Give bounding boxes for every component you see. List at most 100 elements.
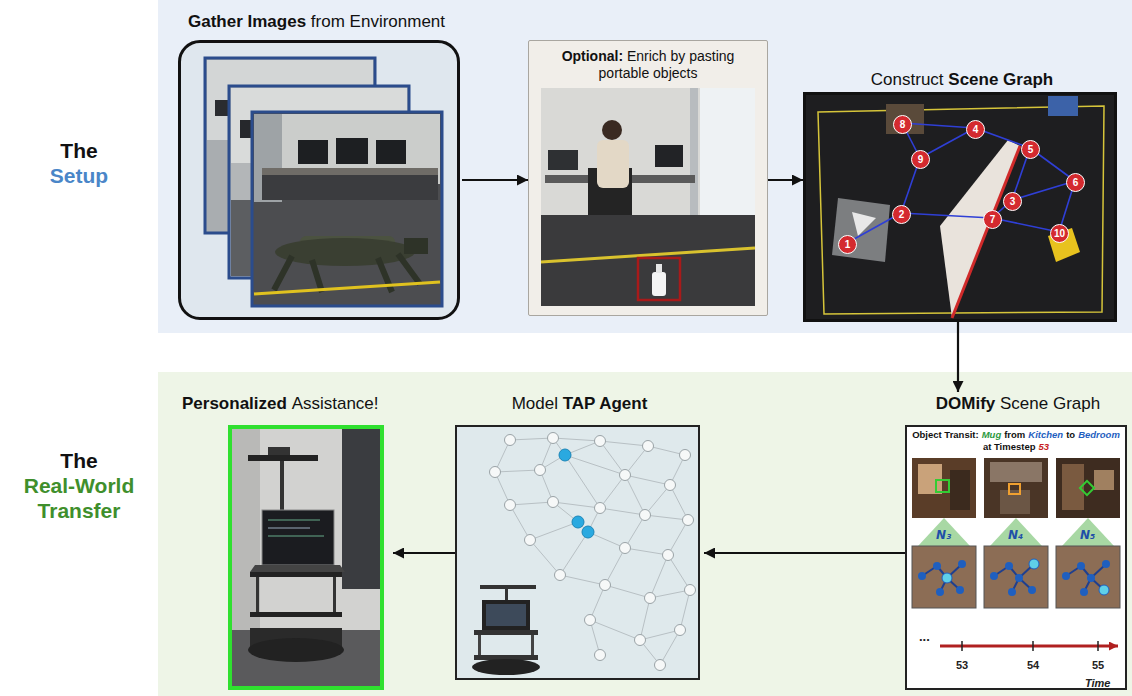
agent-graph [675, 625, 686, 636]
agent-graph [595, 503, 606, 514]
agent-graph [565, 455, 600, 508]
label-holder: 4 [966, 119, 985, 139]
agent-graph [572, 516, 584, 528]
personalized-photo [268, 447, 290, 455]
personalized-photo [248, 455, 318, 461]
heading: ConstructScene Graph [803, 70, 1121, 90]
overhead-view [818, 96, 1104, 318]
heading-text: Gather Images [188, 12, 306, 31]
overhead-view [852, 212, 876, 236]
domify-illustration [1009, 484, 1020, 494]
agent-graph [600, 441, 625, 475]
domify-illustration [1032, 641, 1034, 651]
label-holder: 8 [893, 114, 912, 134]
photo-stack [336, 138, 368, 164]
callout-number: 9 [911, 150, 930, 169]
photo-stack [404, 238, 428, 254]
agent-graph [625, 475, 645, 515]
transit-word: Kitchen [1028, 429, 1063, 441]
agent-graph [605, 585, 650, 598]
agent-graph [559, 449, 571, 461]
callout-number: 1 [838, 235, 857, 254]
callout-number: 4 [966, 120, 985, 139]
domify-illustration [1102, 560, 1110, 568]
domify-illustration [1097, 641, 1099, 651]
agent-graph [680, 450, 691, 461]
office-photo [541, 88, 755, 306]
agent-graph [548, 433, 559, 444]
office-photo [656, 264, 662, 273]
agent-graph [680, 590, 690, 630]
agent-graph [620, 543, 631, 554]
label-holder: 6 [1066, 172, 1085, 192]
personalized-photo [268, 528, 310, 529]
agent-graph [668, 520, 688, 555]
agent-graph [510, 502, 553, 505]
personalized-photo [250, 565, 345, 572]
heading-text: Construct [871, 70, 944, 89]
domify-illustration [942, 573, 952, 583]
domify-illustration [1015, 574, 1023, 582]
label-holder: N₃ [936, 525, 951, 543]
flow-arrow [957, 322, 959, 392]
callout-number: 6 [1066, 173, 1085, 192]
label-holder: 1 [838, 234, 857, 254]
agent-graph [505, 589, 508, 601]
agent-graph [510, 438, 553, 440]
personalized-photo [268, 520, 320, 521]
agent-graph [486, 604, 526, 626]
office-photo [597, 140, 629, 188]
domify-illustration [918, 560, 966, 596]
agent-graph [474, 630, 538, 635]
section-label: Real-World Transfer [0, 473, 158, 523]
label-holder: 3 [1003, 191, 1022, 211]
overhead-view [832, 198, 890, 262]
domify-illustration [918, 518, 970, 546]
transit-word: Object Transit: [912, 429, 979, 441]
overhead-view [847, 123, 1075, 243]
domify-illustration [984, 458, 1048, 518]
label-holder: 2 [892, 204, 911, 224]
heading-text: DOMify [936, 394, 996, 413]
personalized-photo [248, 638, 344, 662]
callout-number: 8 [893, 115, 912, 134]
personalized-photo [262, 510, 334, 565]
figure-panel: ModelTAP Agent [455, 392, 704, 680]
domify-illustration [1028, 586, 1036, 594]
node-tag: N₅ [1080, 528, 1095, 542]
photo-stack [252, 112, 442, 306]
domify-illustration [990, 518, 1042, 546]
personalized-photo [268, 536, 324, 537]
callout-number: 10 [1050, 224, 1069, 243]
office-photo [541, 215, 755, 306]
heading: Optional:Enrich by pasting portable obje… [540, 48, 756, 82]
domify-illustration [1056, 458, 1120, 518]
domify-illustration [1029, 559, 1039, 569]
agent-graph [525, 535, 536, 546]
flow-arrow [462, 179, 528, 181]
heading-text: Personalized [182, 394, 287, 413]
axis-tick-label: 54 [1027, 659, 1039, 671]
agent-graph [478, 635, 481, 657]
photo-stack [275, 238, 415, 266]
axis-tick-label: 55 [1092, 659, 1104, 671]
agent-graph [635, 635, 646, 646]
domify-illustration [1005, 562, 1013, 570]
photo-stack [274, 254, 420, 292]
office-photo [655, 145, 683, 167]
heading: DOMifyScene Graph [905, 394, 1131, 414]
transit-word: Mug [982, 429, 1002, 441]
office-photo [638, 258, 680, 300]
axis-tick-label: 53 [956, 659, 968, 671]
node-tag: N₃ [936, 528, 951, 542]
callout-number: 7 [983, 210, 1002, 229]
flow-arrow [768, 179, 803, 181]
personalized-photo [280, 461, 284, 511]
agent-graph [600, 475, 625, 508]
agent-graph [595, 650, 606, 661]
heading: TheReal-World Transfer [0, 448, 158, 524]
office-photo [548, 150, 578, 170]
agent-graph [600, 441, 648, 446]
domify-illustration [950, 470, 970, 510]
